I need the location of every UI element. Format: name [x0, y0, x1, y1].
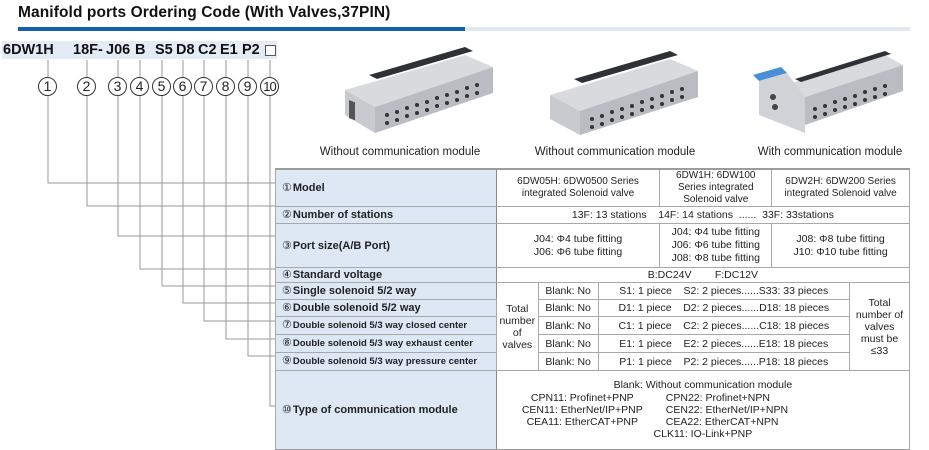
code-segment-model: 6DW1H [3, 42, 54, 58]
closed-center-blank: Blank: No [537, 316, 599, 335]
code-segment-double-52: D8 [176, 42, 195, 58]
row-double-52: ⑥Double solenoid 5/2 way Blank: No D1: 1… [275, 299, 910, 317]
double-52-pieces: D1: 1 piece D2: 2 pieces......D18: 18 pi… [597, 299, 851, 317]
circle-to-row-connectors [47, 96, 275, 407]
circle-label-10: 10 [260, 77, 279, 96]
model-option-2: 6DW1H: 6DW100 Series integrated Solenoid… [659, 168, 773, 207]
voltage-value: B:DC24V F:DC12V [495, 267, 911, 283]
code-segment-pressure-center: P2 [242, 42, 260, 58]
circle-label-1: 1 [38, 77, 57, 96]
closed-center-pieces: C1: 1 piece C2: 2 pieces......C18: 18 pi… [597, 316, 851, 335]
comm-iolink: CLK11: IO-Link+PNP [653, 427, 753, 440]
product-image-1 [345, 47, 493, 133]
code-segment-stations: 18F- [73, 42, 103, 58]
stations-value: 13F: 13 stations 14F: 14 stations ......… [495, 206, 911, 224]
pressure-center-pieces: P1: 1 piece P2: 2 pieces......P18: 18 pi… [597, 352, 851, 371]
exhaust-center-pieces: E1: 1 piece E2: 2 pieces......E18: 18 pi… [597, 334, 851, 353]
comm-blank: Blank: Without communication module [613, 378, 793, 391]
row-exhaust-center: ⑧Double solenoid 5/3 way exhaust center … [275, 334, 910, 353]
code-segment-exhaust-center: E1 [220, 42, 238, 58]
code-segment-closed-center: C2 [198, 42, 217, 58]
circle-label-5: 5 [152, 77, 171, 96]
product-image-3 [753, 51, 903, 133]
product-caption-3: With communication module [757, 146, 903, 158]
label-double-52: ⑥Double solenoid 5/2 way [275, 299, 497, 317]
title-underline-light [465, 27, 910, 31]
empty-square-icon [265, 45, 276, 56]
row-closed-center: ⑦Double solenoid 5/3 way closed center B… [275, 316, 910, 335]
page-title: Manifold ports Ordering Code (With Valve… [18, 4, 391, 21]
title-underline-accent [18, 27, 465, 31]
label-closed-center: ⑦Double solenoid 5/3 way closed center [275, 316, 497, 335]
label-comm-module: ⑩Type of communication module [275, 370, 497, 450]
circle-label-4: 4 [130, 77, 149, 96]
code-to-circle-ticks [47, 60, 271, 77]
label-port-size: ③Port size(A/B Port) [275, 223, 497, 268]
label-pressure-center: ⑨Double solenoid 5/3 way pressure center [275, 352, 497, 371]
ordering-code-background [2, 41, 277, 59]
code-segment-port: J06 [106, 42, 131, 58]
circle-label-9: 9 [238, 77, 257, 96]
code-segment-single-52: S5 [155, 42, 173, 58]
double-52-blank: Blank: No [537, 299, 599, 317]
label-model: ①Model [275, 168, 497, 207]
model-option-1: 6DW05H: 6DW0500 Series integrated Soleno… [495, 168, 661, 207]
total-valves-label: Total number of valves [495, 282, 539, 371]
circle-label-6: 6 [173, 77, 192, 96]
row-comm-module: ⑩Type of communication module Blank: Wit… [275, 370, 911, 450]
code-segment-voltage: B [135, 42, 146, 58]
ordering-spec-table: ①Model 6DW05H: 6DW0500 Series integrated… [275, 168, 911, 450]
row-pressure-center: ⑨Double solenoid 5/3 way pressure center… [275, 352, 910, 371]
exhaust-center-blank: Blank: No [537, 334, 599, 353]
circle-label-8: 8 [216, 77, 235, 96]
label-single-52: ⑤Single solenoid 5/2 way [275, 282, 497, 300]
single-52-blank: Blank: No [537, 282, 599, 300]
product-caption-2: Without communication module [534, 146, 696, 158]
row-stations: ②Number of stations 13F: 13 stations 14F… [275, 206, 911, 224]
row-port-size: ③Port size(A/B Port) J04: Φ4 tube fittin… [275, 223, 910, 268]
single-52-pieces: S1: 1 piece S2: 2 pieces......S33: 33 pi… [597, 282, 851, 300]
product-caption-1: Without communication module [319, 146, 481, 158]
label-exhaust-center: ⑧Double solenoid 5/3 way exhaust center [275, 334, 497, 353]
circle-label-7: 7 [194, 77, 213, 96]
model-option-3: 6DW2H: 6DW200 Series integrated Solenoid… [771, 168, 910, 207]
row-single-52: ⑤Single solenoid 5/2 way Total number of… [275, 282, 910, 371]
row-voltage: ④Standard voltage B:DC24V F:DC12V [275, 267, 911, 283]
circle-label-2: 2 [77, 77, 96, 96]
product-image-2 [550, 51, 698, 135]
comm-module-options: Blank: Without communication module CPN1… [495, 370, 911, 450]
label-voltage: ④Standard voltage [275, 267, 497, 283]
row-model: ①Model 6DW05H: 6DW0500 Series integrated… [275, 168, 910, 207]
pressure-center-blank: Blank: No [537, 352, 599, 371]
circle-label-3: 3 [108, 77, 127, 96]
label-stations: ②Number of stations [275, 206, 497, 224]
total-valves-note: Total number of valves must be ≤33 [849, 282, 910, 371]
